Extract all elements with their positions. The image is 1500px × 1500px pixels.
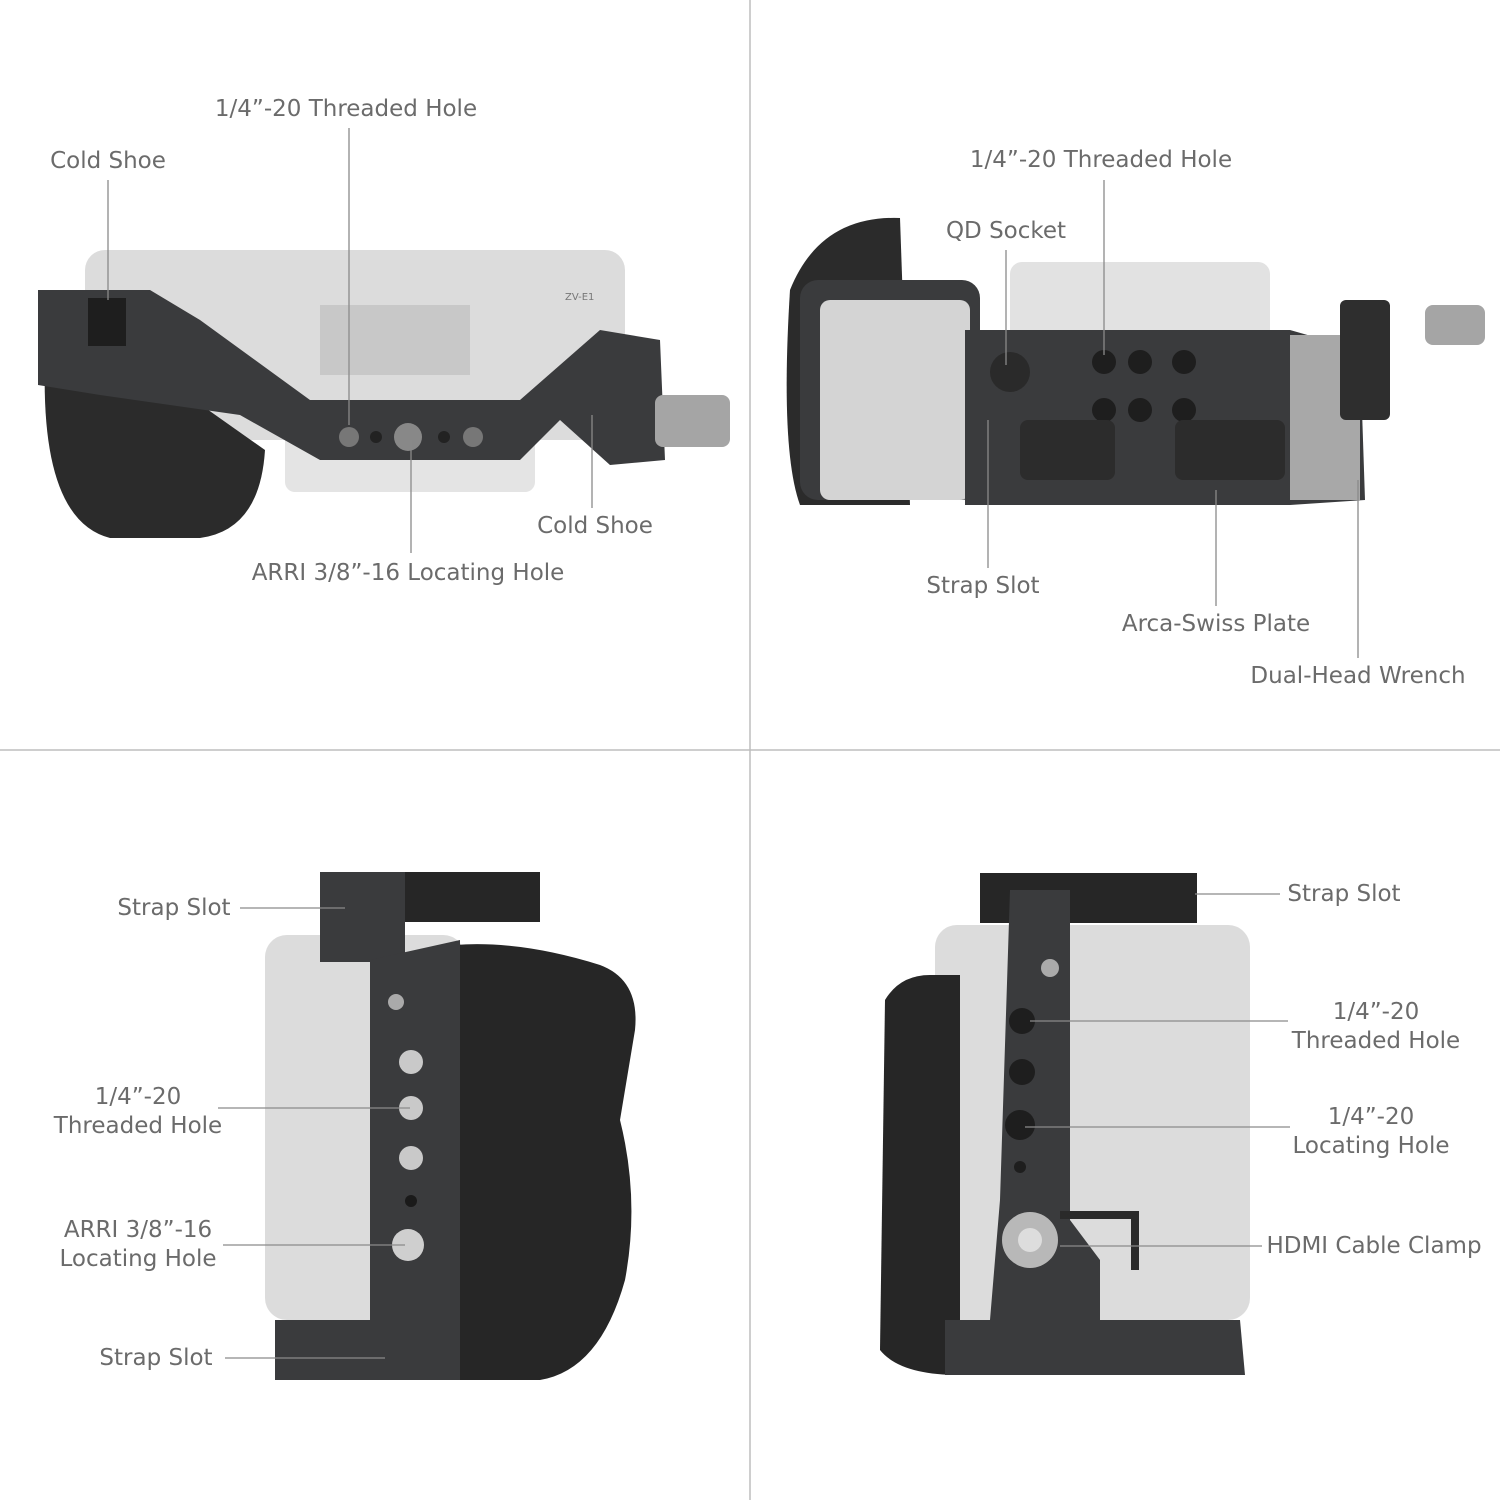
right-side-leaders: [218, 907, 410, 1359]
label-line: 1/4”-20: [94, 1084, 182, 1110]
label-line: Locating Hole: [59, 1246, 217, 1272]
label-line: ARRI 3/8”-16: [63, 1217, 213, 1243]
svg-text:ZV-E1: ZV-E1: [565, 292, 594, 303]
label-dual-head-wrench: Dual-Head Wrench: [1250, 663, 1466, 689]
label-arca-swiss-plate: Arca-Swiss Plate: [1121, 611, 1311, 637]
label-strap-slot-bottom: Strap Slot: [926, 573, 1040, 599]
label-locating-hole-left: 1/4”-20 Locating Hole: [1292, 1103, 1449, 1161]
label-line: Locating Hole: [1292, 1133, 1450, 1159]
label-threaded-hole-top: 1/4”-20 Threaded Hole: [214, 96, 478, 122]
label-threaded-hole-left: 1/4”-20 Threaded Hole: [1292, 998, 1460, 1056]
top-view-illustration: ZV-E1: [38, 250, 730, 538]
top-view-leaders: [107, 128, 593, 553]
label-line: 1/4”-20: [1332, 999, 1420, 1025]
label-cold-shoe-right: Cold Shoe: [537, 513, 653, 539]
left-side-leaders: [1025, 893, 1290, 1247]
label-arri-locating-hole-top: ARRI 3/8”-16 Locating Hole: [251, 560, 565, 586]
label-arri-locating-hole-right: ARRI 3/8”-16 Locating Hole: [59, 1216, 216, 1274]
label-threaded-hole-right: 1/4”-20 Threaded Hole: [54, 1083, 222, 1141]
label-qd-socket: QD Socket: [945, 218, 1067, 244]
label-line: Threaded Hole: [53, 1113, 223, 1139]
right-side-illustration: [265, 872, 636, 1380]
left-side-illustration: [880, 873, 1250, 1375]
label-line: Threaded Hole: [1291, 1028, 1461, 1054]
label-strap-slot-right-bottom: Strap Slot: [99, 1345, 213, 1371]
label-hdmi-cable-clamp: HDMI Cable Clamp: [1266, 1233, 1482, 1259]
label-line: 1/4”-20: [1327, 1104, 1415, 1130]
bottom-view-illustration: [786, 217, 1485, 505]
label-threaded-hole-bottom: 1/4”-20 Threaded Hole: [969, 147, 1233, 173]
label-strap-slot-left: Strap Slot: [1287, 881, 1401, 907]
label-strap-slot-right-top: Strap Slot: [117, 895, 231, 921]
bottom-view-leaders: [987, 180, 1359, 658]
label-cold-shoe-left: Cold Shoe: [50, 148, 166, 174]
